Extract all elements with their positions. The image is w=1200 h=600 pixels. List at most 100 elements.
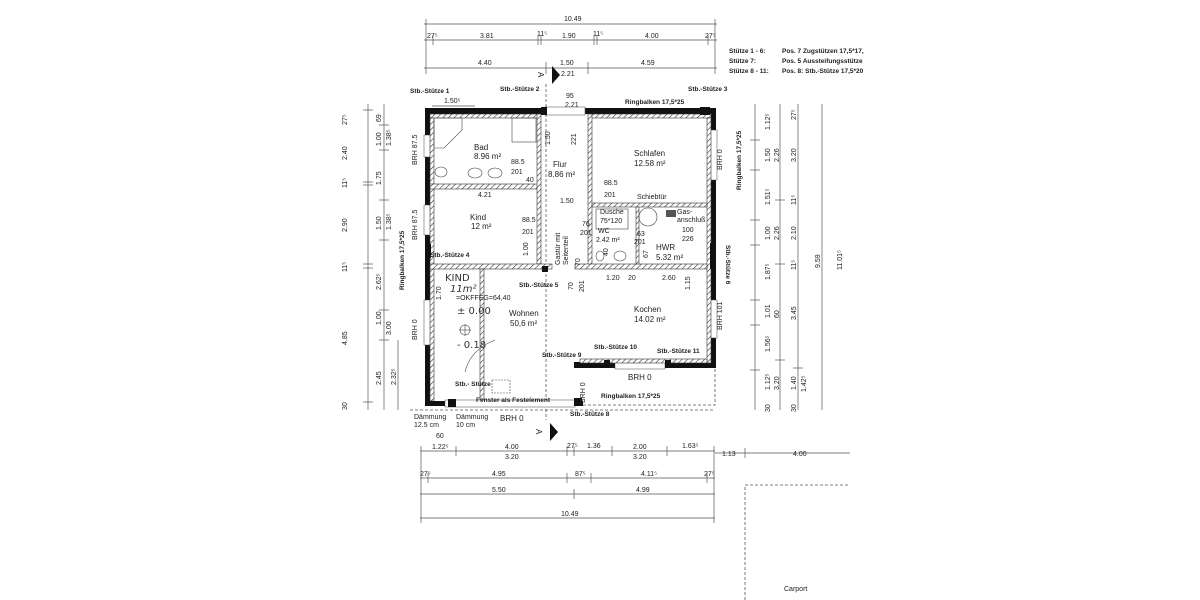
right-dimensions: 1.12⁵ 1.50 2.26 1.51⁵ 1.00 2.26 1.87⁵ 1.…: [750, 104, 844, 412]
dim-label: 95: [566, 93, 574, 100]
dim-label: 88.5: [522, 217, 536, 224]
dim-label: 70: [575, 258, 582, 266]
door-label: Seitenteil: [563, 236, 570, 265]
carport: Carport: [744, 484, 850, 600]
dim-label: 3.45: [791, 306, 798, 320]
dim-label: 1.50: [545, 131, 552, 145]
insulation-value: 10 cm: [456, 422, 475, 429]
dim-label: 1.42⁵: [801, 375, 808, 392]
level-minus: - 0.18: [457, 340, 486, 351]
dim-label: 1.70: [436, 286, 443, 300]
dim-label: 3.81: [480, 33, 494, 40]
dim-label: 27⁵: [704, 471, 715, 478]
dim-label: 226: [682, 236, 694, 243]
dim-label: 1.01: [765, 304, 772, 318]
dim-label: 67: [643, 250, 650, 258]
carport-label: Carport: [784, 586, 807, 593]
dim-label: 1.12⁵: [765, 373, 772, 390]
room-area-dusche: 75*120: [600, 218, 622, 225]
dim-label: 1.00: [376, 311, 383, 325]
interior-dimensions: 88.5 201 40 88.5 201 4.21 1.50 88.5 201 …: [478, 131, 694, 292]
toilet-icon: [434, 166, 448, 178]
ringbalken-label: Ringbalken 17,5*25: [399, 230, 406, 290]
room-name-flur: Flur: [553, 160, 567, 169]
dim-label: 1.15: [685, 276, 692, 290]
dim-label: 70: [568, 282, 575, 290]
dim-label: 9.59: [815, 254, 822, 268]
dim-label: 221: [571, 133, 578, 145]
column-label: Stb.- Stütze: [455, 381, 491, 388]
section-marker-bottom: A: [534, 423, 558, 441]
ringbalken-label: Ringbalken 17,5*25: [736, 130, 743, 190]
handwritten-level: =OKFFEG=64,40: [456, 295, 511, 302]
sink-icon: [467, 167, 483, 179]
dim-label: 1.38⁵: [386, 213, 393, 230]
room-area-flur: 8.86 m²: [548, 170, 575, 179]
dim-label: 1.00: [765, 226, 772, 240]
column-label: Stb.-Stütze 5: [519, 282, 559, 289]
dim-label: 27⁵: [420, 471, 431, 478]
dim-label: 201: [580, 230, 592, 237]
fixtures: [433, 117, 676, 394]
dim-label: 11⁵: [791, 195, 798, 205]
dim-label: 4.59: [641, 60, 655, 67]
dim-label: 27⁵: [567, 443, 578, 450]
dim-label: 4.00: [793, 451, 807, 458]
column-label: Stb.-Stütze 1: [410, 88, 450, 95]
dim-label: 87⁵: [575, 471, 586, 478]
bottom-dimensions: 60 1.22⁵ 4.00 3.20 27⁵ 1.36 2.00 3.20 1.…: [420, 433, 850, 523]
dim-label: 201: [522, 229, 534, 236]
room-area-wohnen: 50,6 m²: [510, 319, 537, 328]
column-label: Stb.-Stütze 9: [542, 352, 582, 359]
dim-label: 10.49: [561, 511, 579, 518]
gas-label: anschluß: [677, 217, 705, 224]
dim-label: 2.21: [561, 71, 575, 78]
dim-label: 27⁵: [342, 114, 349, 125]
brh-label: BRH 0: [628, 373, 652, 382]
dim-label: 1.12⁵: [765, 113, 772, 130]
room-area-schlafen: 12.58 m²: [634, 159, 666, 168]
spiral-stair-icon: [638, 207, 658, 227]
ringbalken-label: Ringbalken 17,5*25: [625, 99, 685, 106]
dim-label: 1.50: [560, 198, 574, 205]
dim-label: 20: [628, 275, 636, 282]
dim-label: 2.60: [662, 275, 676, 282]
room-name-wohnen: Wohnen: [509, 309, 539, 318]
dim-label: 1.50⁵: [444, 98, 461, 105]
dim-label: 5.50: [492, 487, 506, 494]
dim-label: 2.90: [342, 218, 349, 232]
room-name-kochen: Kochen: [634, 305, 661, 314]
handwritten-kind: KIND: [445, 273, 470, 284]
legend-label: Stütze 1 - 6:: [729, 48, 765, 55]
dim-label: 2.45: [376, 371, 383, 385]
section-label: A: [534, 429, 543, 435]
dim-label: 201: [604, 192, 616, 199]
insulation-label: Dämmung: [456, 414, 488, 421]
dim-label: 1.90: [562, 33, 576, 40]
door-swing: [464, 339, 496, 373]
dim-label: 201: [634, 239, 646, 246]
column-labels: Stb.-Stütze 1 Stb.-Stütze 2 Stb.-Stütze …: [410, 86, 731, 418]
legend-value: Pos. 8: Stb.-Stütze 17,5*20: [782, 68, 864, 75]
dim-label: 76: [582, 221, 590, 228]
section-label: A: [536, 72, 545, 78]
room-name-bad: Bad: [474, 143, 488, 152]
top-dimensions: 10.49 27⁵ 3.81 11⁵ 1.90 11⁵ 4.00 27⁵ 4.4…: [424, 16, 717, 109]
dim-label: 1.00: [376, 132, 383, 146]
dim-label: 69: [376, 114, 383, 122]
room-area-bad: 8.96 m²: [474, 152, 501, 161]
room-area-kind: 12 m²: [471, 222, 492, 231]
handwritten-notes: KIND 11m² =OKFFEG=64,40 ± 0.00 - 0.18: [445, 273, 511, 351]
column-label: Stb.-Stütze 6: [724, 245, 731, 285]
dim-label: 30: [342, 402, 349, 410]
dim-label: 3.00: [386, 321, 393, 335]
dim-label: 1.87⁵: [765, 263, 772, 280]
shower-icon: [595, 208, 629, 230]
dim-label: 4.00: [645, 33, 659, 40]
handwritten-area: 11m²: [450, 284, 476, 295]
insulation-label: Dämmung: [414, 414, 446, 421]
corner-shower-icon: [433, 117, 463, 149]
room-area-wc: 2.42 m²: [596, 237, 620, 244]
dim-label: 11⁵: [791, 260, 798, 270]
